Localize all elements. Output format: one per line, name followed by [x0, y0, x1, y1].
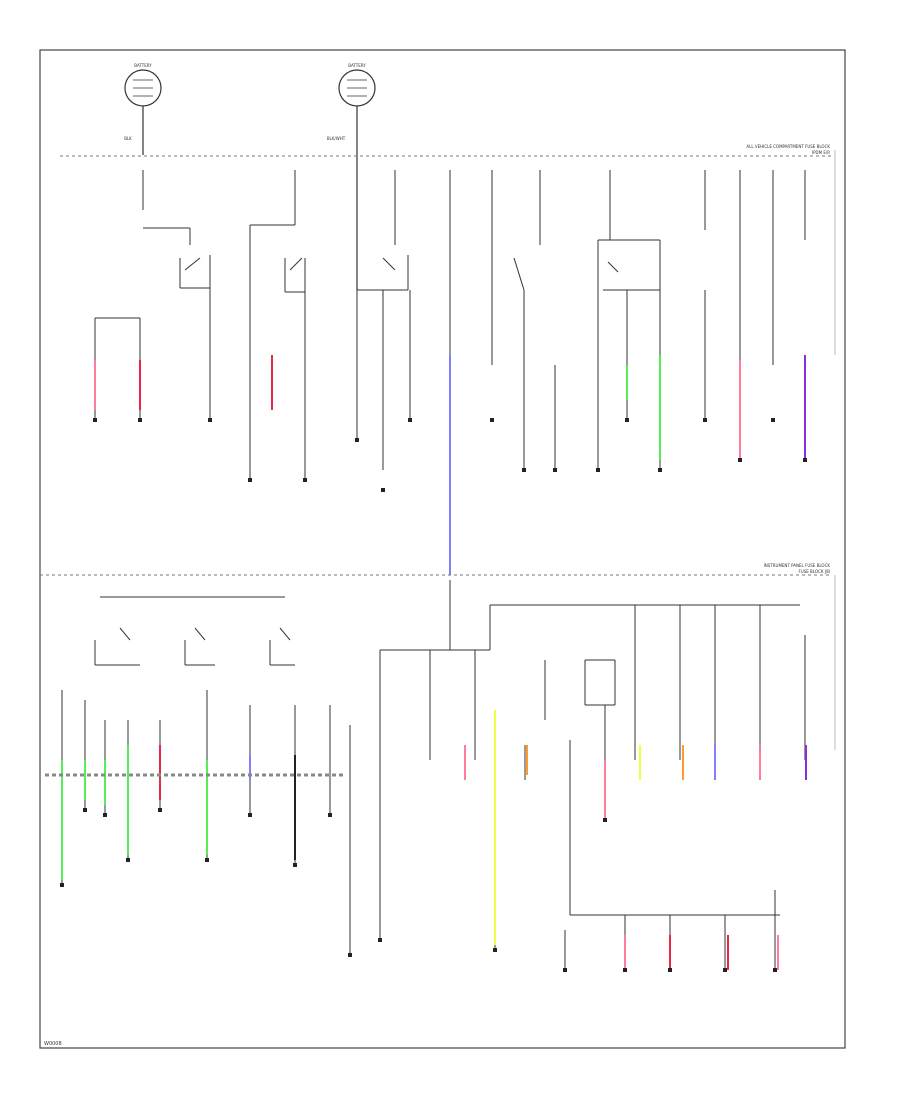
- diagram-border: [39, 49, 846, 1049]
- bottom-ground-terminals: [60, 808, 777, 972]
- top-ground-terminals: [93, 418, 807, 492]
- left-battery-label: BATTERY: [134, 63, 152, 68]
- top-colored-wires: [94, 355, 806, 575]
- top-relays: [94, 239, 706, 480]
- bottom-relays: [94, 627, 616, 760]
- left-wire-label: BLK: [124, 136, 132, 141]
- bottom-section-label: INSTRUMENT PANEL FUSE BLOCK: [764, 563, 831, 568]
- top-section-sublabel: IPDM E/R: [812, 150, 830, 155]
- right-battery-label: BATTERY: [348, 63, 366, 68]
- bottom-section-sublabel: FUSE BLOCK J/B: [798, 569, 830, 574]
- top-fuse-stubs: [142, 170, 806, 575]
- top-section-label: ALL VEHICLE COMPARTMENT FUSE BLOCK: [746, 144, 830, 149]
- bottom-bus-lines: [100, 580, 806, 970]
- footer-code: W0008: [44, 1041, 62, 1047]
- right-wire-label: BLK/WHT: [327, 136, 346, 141]
- right-battery: BATTERY BLK/WHT: [327, 63, 376, 290]
- left-battery: BATTERY BLK: [124, 63, 162, 155]
- bottom-vertical-drops: [61, 690, 526, 955]
- bottom-colored-wires: [61, 710, 807, 970]
